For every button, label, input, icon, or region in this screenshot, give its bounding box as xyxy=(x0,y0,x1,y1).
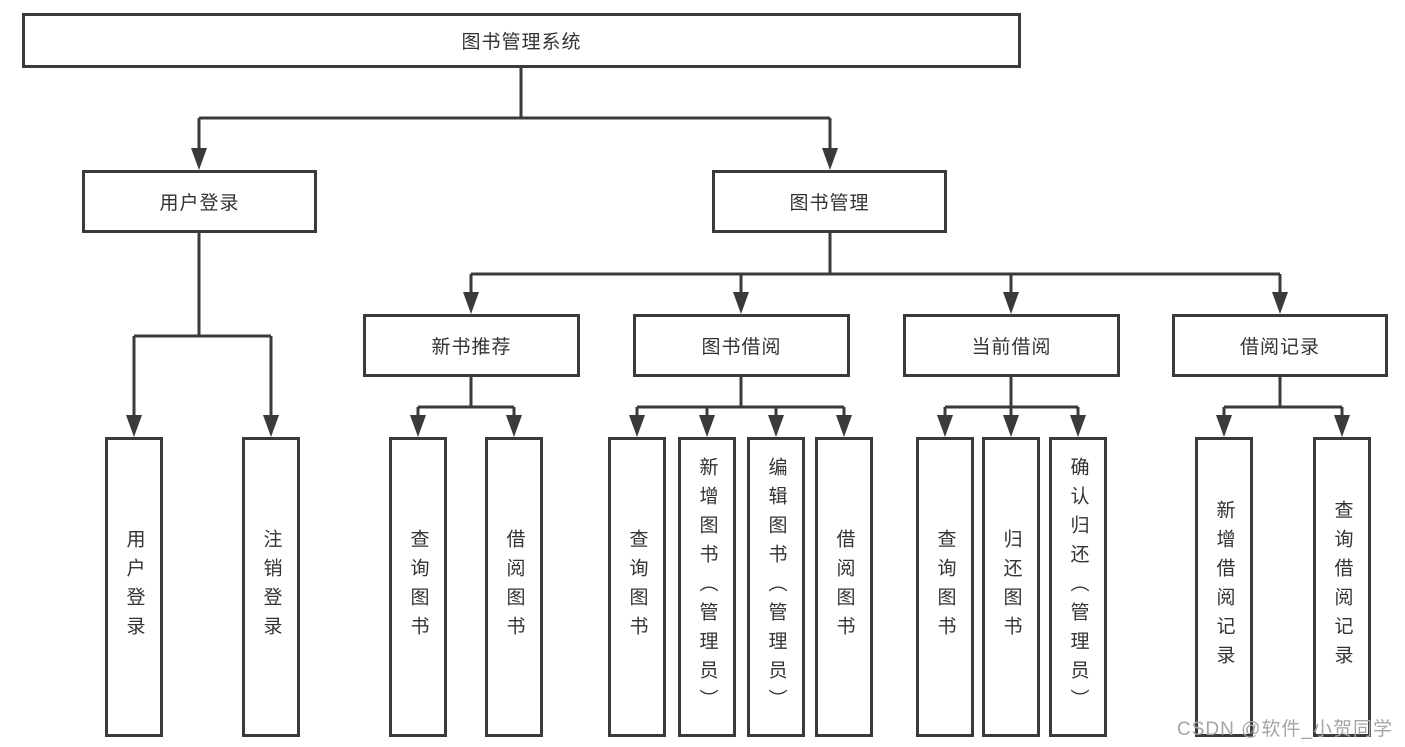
leaf-query-borrow-record: 查询借阅记录 xyxy=(1313,437,1371,737)
connector-borrowing-records-to-leaves xyxy=(1216,377,1350,437)
leaf-edit-book-admin: 编辑图书（管理员） xyxy=(747,437,805,737)
connector-book-mgmt-to-level2 xyxy=(463,233,1288,314)
node-root-system: 图书管理系统 xyxy=(22,13,1021,68)
connector-user-login-to-leaves xyxy=(126,233,279,437)
leaf-add-borrow-record: 新增借阅记录 xyxy=(1195,437,1253,737)
leaf-add-book-admin: 新增图书（管理员） xyxy=(678,437,736,737)
node-book-borrowing: 图书借阅 xyxy=(633,314,850,377)
leaf-borrow-books-2: 借阅图书 xyxy=(815,437,873,737)
node-new-book-recommend: 新书推荐 xyxy=(363,314,580,377)
leaf-user-login: 用户登录 xyxy=(105,437,163,737)
leaf-query-books-2: 查询图书 xyxy=(608,437,666,737)
node-current-borrowing: 当前借阅 xyxy=(903,314,1120,377)
leaf-confirm-return-admin: 确认归还（管理员） xyxy=(1049,437,1107,737)
leaf-logout: 注销登录 xyxy=(242,437,300,737)
leaf-query-books-1: 查询图书 xyxy=(389,437,447,737)
connector-book-borrowing-to-leaves xyxy=(629,377,852,437)
node-user-login: 用户登录 xyxy=(82,170,317,233)
connector-new-books-to-leaves xyxy=(410,377,522,437)
connector-root-to-level1 xyxy=(191,68,838,170)
watermark: CSDN @软件_小贺同学 xyxy=(1177,719,1393,740)
leaf-borrow-books-1: 借阅图书 xyxy=(485,437,543,737)
node-book-management: 图书管理 xyxy=(712,170,947,233)
leaf-query-books-3: 查询图书 xyxy=(916,437,974,737)
connector-current-borrowing-to-leaves xyxy=(937,377,1086,437)
node-borrowing-records: 借阅记录 xyxy=(1172,314,1388,377)
leaf-return-book: 归还图书 xyxy=(982,437,1040,737)
